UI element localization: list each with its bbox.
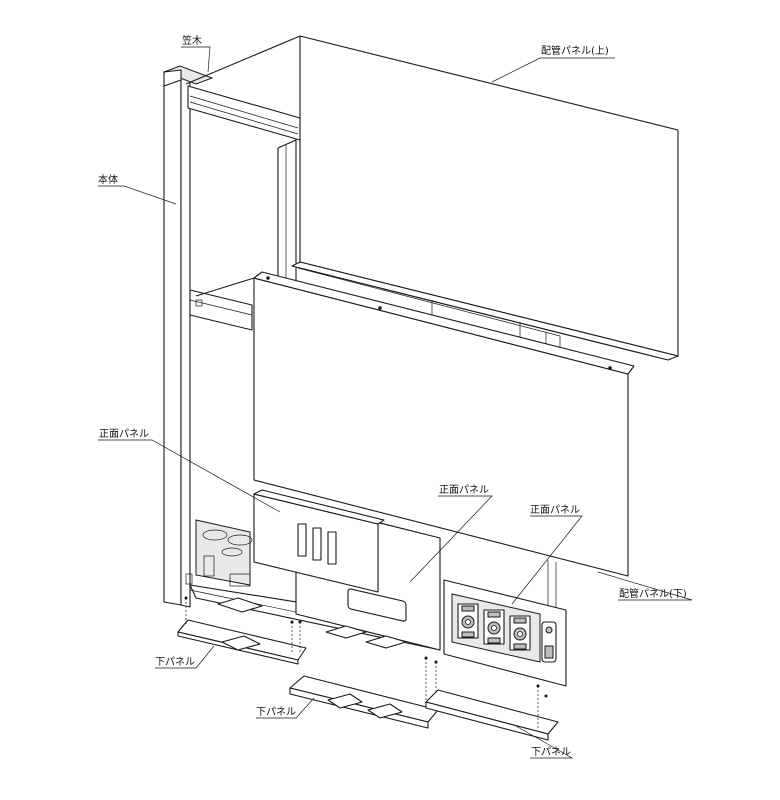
valve-unit-2: [483, 609, 505, 645]
floor-openings: [217, 597, 407, 649]
leader-lines: [98, 46, 693, 759]
label-upper-piping-panel: 配管パネル(上): [541, 44, 609, 57]
front-panel-small: [253, 489, 385, 593]
lower-panel-1: [177, 596, 307, 665]
lower-piping-panel: [195, 271, 635, 620]
label-main-body: 本体: [98, 173, 118, 186]
label-lower-panel-1: 下パネル: [155, 656, 195, 668]
valve-front-panel: [443, 579, 567, 687]
valve-unit-3: [509, 615, 531, 651]
label-front-panel-2: 正面パネル: [439, 484, 489, 496]
label-front-panel-1: 正面パネル: [99, 428, 149, 440]
label-front-panel-3: 正面パネル: [530, 504, 580, 516]
lower-panel-2: [289, 656, 439, 729]
label-kasagi: 笠木: [182, 34, 202, 47]
label-lower-panel-2: 下パネル: [256, 706, 296, 718]
label-lower-panel-3: 下パネル: [531, 746, 571, 758]
lower-panel-3: [425, 684, 559, 741]
label-lower-piping-panel: 配管パネル(下): [619, 587, 687, 600]
labels: 笠木 配管パネル(上) 本体 正面パネル 正面パネル 正面パネル 配管パネル(下…: [98, 34, 687, 758]
valve-unit-1: [457, 603, 479, 639]
upper-piping-panel: [185, 35, 679, 395]
